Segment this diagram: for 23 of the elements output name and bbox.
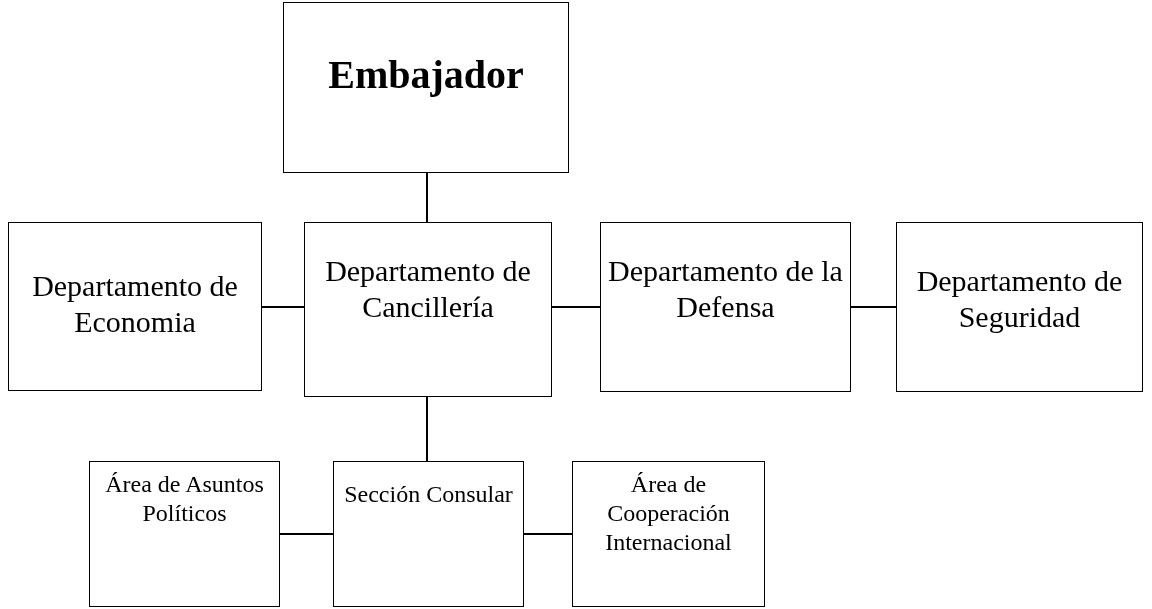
box-label: Departamento de Economia xyxy=(31,268,239,340)
box-label: Departamento de Seguridad xyxy=(915,263,1124,335)
org-box xyxy=(283,2,569,173)
org-box xyxy=(333,461,524,607)
connector-line xyxy=(551,306,601,308)
box-label: Departamento de Cancillería xyxy=(324,253,532,325)
box-label: Departamento de la Defensa xyxy=(607,253,844,325)
org-box xyxy=(600,222,851,392)
connector-line xyxy=(279,533,334,535)
org-box xyxy=(572,461,765,607)
box-label: Área de Cooperación Internacional xyxy=(604,470,733,557)
box-label: Embajador xyxy=(328,51,524,99)
connector-line xyxy=(523,533,573,535)
org-box xyxy=(896,222,1143,392)
box-label: Sección Consular xyxy=(344,480,513,509)
org-box xyxy=(8,222,262,391)
org-box xyxy=(89,461,280,607)
connector-line xyxy=(850,306,897,308)
connector-line xyxy=(426,396,428,462)
box-label: Área de Asuntos Políticos xyxy=(104,470,265,528)
connector-line xyxy=(426,172,428,223)
org-box xyxy=(304,222,552,397)
connector-line xyxy=(261,306,305,308)
